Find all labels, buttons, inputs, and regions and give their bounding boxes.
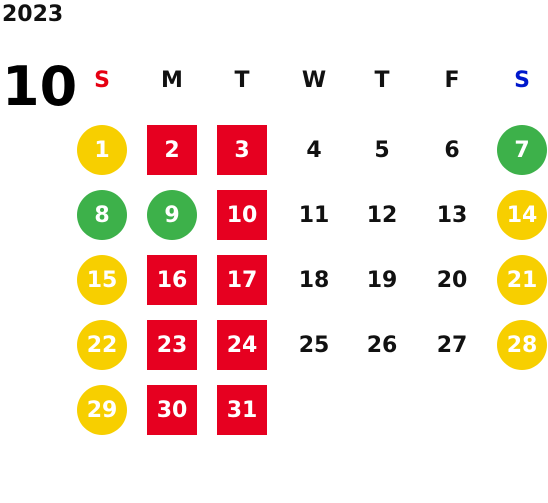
weekday-sun: S (94, 68, 110, 93)
day-cell[interactable]: 26 (366, 332, 398, 358)
weekday-tue: T (234, 68, 250, 93)
weekday-thu: T (374, 68, 390, 93)
day-cell[interactable]: 13 (436, 202, 468, 228)
day-cell[interactable]: 9 (147, 190, 197, 240)
day-cell[interactable]: 19 (366, 267, 398, 293)
day-cell[interactable]: 20 (436, 267, 468, 293)
day-cell[interactable]: 10 (217, 190, 267, 240)
day-cell[interactable]: 31 (217, 385, 267, 435)
day-cell[interactable]: 24 (217, 320, 267, 370)
day-cell[interactable]: 29 (77, 385, 127, 435)
weekday-mon: M (161, 68, 183, 93)
day-cell[interactable]: 21 (497, 255, 547, 305)
day-cell[interactable]: 28 (497, 320, 547, 370)
day-cell[interactable]: 11 (298, 202, 330, 228)
day-cell[interactable]: 8 (77, 190, 127, 240)
day-cell[interactable]: 23 (147, 320, 197, 370)
day-cell[interactable]: 3 (217, 125, 267, 175)
weekday-wed: W (301, 68, 327, 93)
weekday-sat: S (514, 68, 530, 93)
year-label: 2023 (2, 2, 64, 27)
day-cell[interactable]: 27 (436, 332, 468, 358)
day-cell[interactable]: 4 (306, 137, 322, 163)
day-cell[interactable]: 22 (77, 320, 127, 370)
day-cell[interactable]: 17 (217, 255, 267, 305)
day-cell[interactable]: 30 (147, 385, 197, 435)
day-cell[interactable]: 2 (147, 125, 197, 175)
day-cell[interactable]: 16 (147, 255, 197, 305)
day-cell[interactable]: 14 (497, 190, 547, 240)
day-cell[interactable]: 12 (366, 202, 398, 228)
day-cell[interactable]: 1 (77, 125, 127, 175)
day-cell[interactable]: 18 (298, 267, 330, 293)
day-cell[interactable]: 25 (298, 332, 330, 358)
weekday-fri: F (444, 68, 460, 93)
day-cell[interactable]: 15 (77, 255, 127, 305)
month-number: 10 (2, 55, 78, 118)
day-cell[interactable]: 6 (444, 137, 460, 163)
day-cell[interactable]: 7 (497, 125, 547, 175)
day-cell[interactable]: 5 (374, 137, 390, 163)
